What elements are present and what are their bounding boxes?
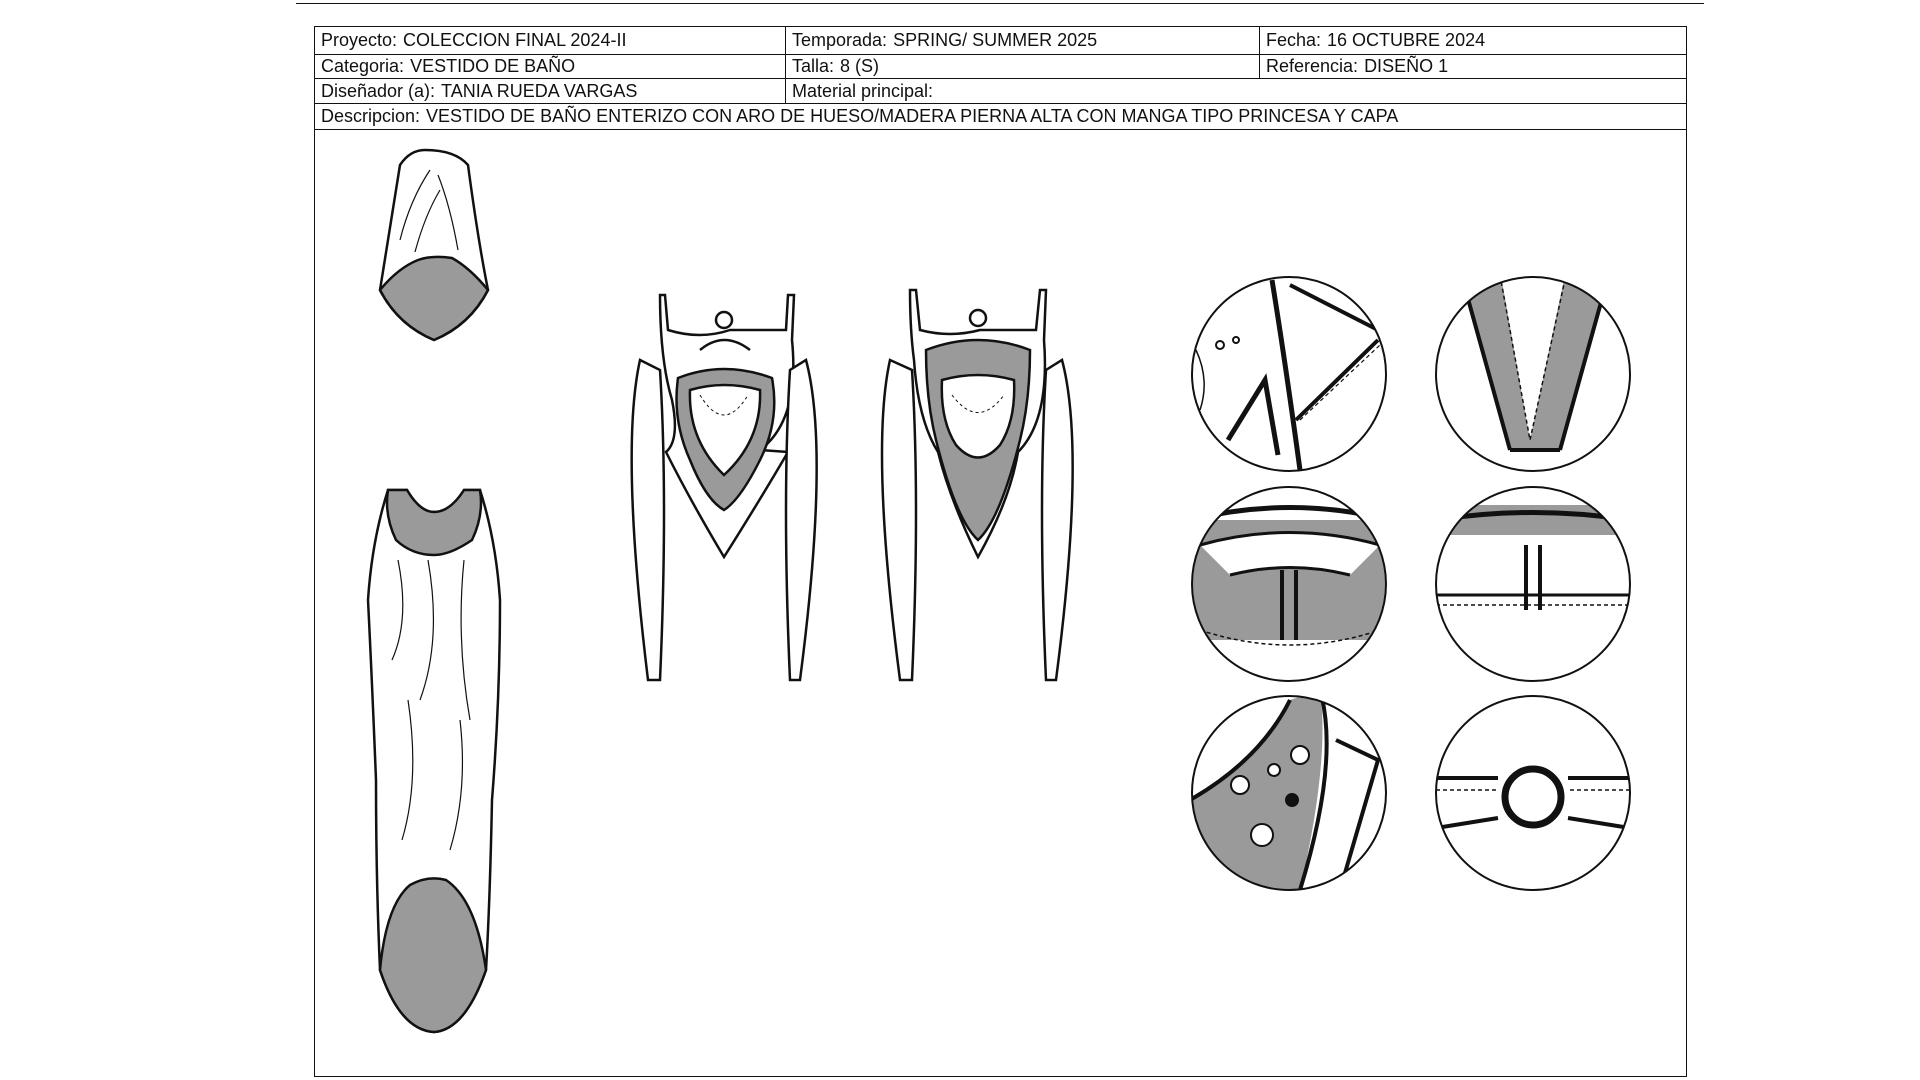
temporada-value: SPRING/ SUMMER 2025	[893, 30, 1098, 50]
descripcion-label: Descripcion:	[321, 106, 421, 126]
fecha-cell: Fecha: 16 OCTUBRE 2024	[1259, 27, 1686, 54]
disenador-cell: Diseñador (a): TANIA RUEDA VARGAS	[315, 79, 785, 103]
fecha-label: Fecha:	[1266, 30, 1322, 50]
detail-circle-6	[1435, 695, 1631, 891]
fecha-value: 16 OCTUBRE 2024	[1327, 30, 1486, 50]
header-row-2: Categoria: VESTIDO DE BAÑO Talla: 8 (S) …	[315, 55, 1686, 79]
long-cape-sketch	[366, 488, 502, 1034]
disenador-label: Diseñador (a):	[321, 80, 436, 101]
proyecto-value: COLECCION FINAL 2024-II	[403, 30, 627, 50]
categoria-cell: Categoria: VESTIDO DE BAÑO	[315, 55, 785, 78]
header-row-1: Proyecto: COLECCION FINAL 2024-II Tempor…	[315, 27, 1686, 55]
descripcion-value: VESTIDO DE BAÑO ENTERIZO CON ARO DE HUES…	[426, 106, 1399, 126]
top-rule	[296, 3, 1704, 4]
descripcion-cell: Descripcion: VESTIDO DE BAÑO ENTERIZO CO…	[315, 104, 1686, 129]
talla-label: Talla:	[792, 56, 835, 76]
detail-circle-1	[1191, 276, 1387, 472]
temporada-cell: Temporada: SPRING/ SUMMER 2025	[785, 27, 1259, 54]
detail-circle-4	[1435, 486, 1631, 682]
header-row-4: Descripcion: VESTIDO DE BAÑO ENTERIZO CO…	[315, 104, 1686, 130]
temporada-label: Temporada:	[792, 30, 888, 50]
categoria-value: VESTIDO DE BAÑO	[410, 56, 576, 76]
material-cell: Material principal:	[785, 79, 1686, 103]
detail-circle-2	[1435, 276, 1631, 472]
proyecto-label: Proyecto:	[321, 30, 398, 50]
header-row-3: Diseñador (a): TANIA RUEDA VARGAS Materi…	[315, 79, 1686, 104]
talla-value: 8 (S)	[840, 56, 880, 76]
talla-cell: Talla: 8 (S)	[785, 55, 1259, 78]
categoria-label: Categoria:	[321, 56, 405, 76]
referencia-value: DISEÑO 1	[1364, 56, 1449, 76]
hood-sketch	[378, 148, 490, 342]
detail-circle-3	[1191, 486, 1387, 682]
material-label: Material principal:	[792, 80, 934, 101]
tech-sheet: Proyecto: COLECCION FINAL 2024-II Tempor…	[314, 26, 1687, 1077]
referencia-label: Referencia:	[1266, 56, 1359, 76]
back-swimsuit-sketch	[880, 288, 1074, 682]
disenador-value: TANIA RUEDA VARGAS	[441, 80, 638, 101]
detail-circle-5	[1191, 695, 1387, 891]
referencia-cell: Referencia: DISEÑO 1	[1259, 55, 1686, 78]
proyecto-cell: Proyecto: COLECCION FINAL 2024-II	[315, 27, 785, 54]
front-swimsuit-sketch	[630, 293, 818, 682]
